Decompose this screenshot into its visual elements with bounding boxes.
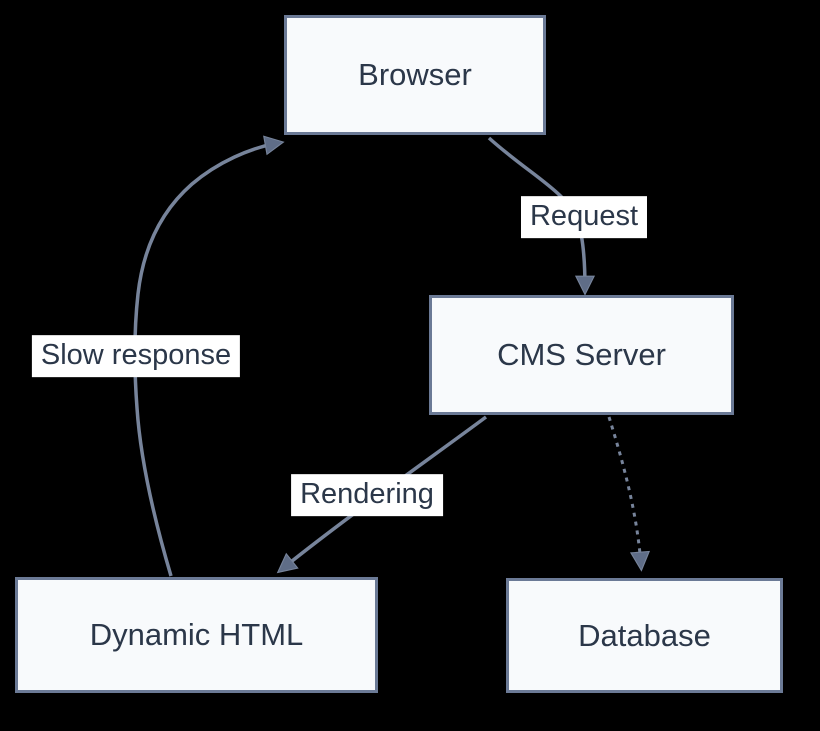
node-cms-server-label: CMS Server (497, 337, 666, 372)
node-database-label: Database (578, 617, 711, 653)
edge-label-request: Request (520, 196, 648, 238)
node-browser: Browser (284, 15, 546, 135)
edge-label-rendering: Rendering (291, 474, 443, 516)
edge-label-slow-response: Slow response (31, 335, 241, 377)
node-dynamic-html: Dynamic HTML (15, 577, 378, 693)
node-browser-label: Browser (358, 57, 472, 92)
node-cms-server: CMS Server (429, 295, 734, 415)
node-database: Database (506, 578, 783, 693)
edge-dynamic-html-to-browser (133, 135, 285, 577)
node-dynamic-html-label: Dynamic HTML (89, 617, 304, 652)
edge-cms-server-to-database (607, 416, 651, 572)
